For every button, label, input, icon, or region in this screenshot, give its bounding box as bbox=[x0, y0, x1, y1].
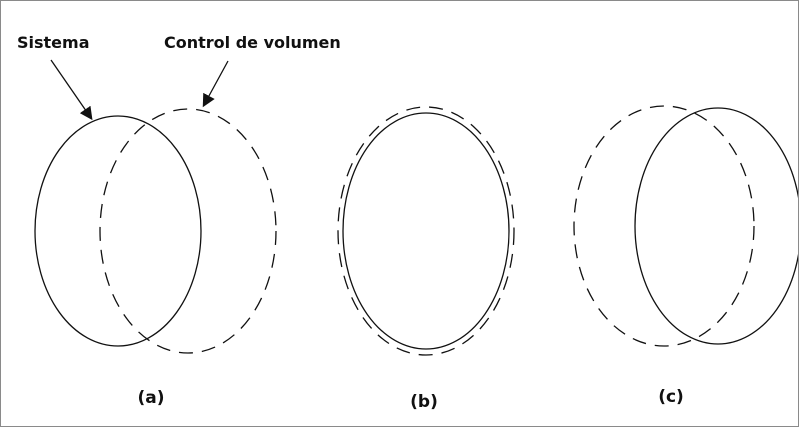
system-boundary-c bbox=[634, 107, 798, 345]
system-label: Sistema bbox=[17, 33, 90, 52]
system-boundary-b bbox=[342, 112, 510, 350]
control-volume-boundary-b bbox=[337, 106, 515, 356]
caption-c: (c) bbox=[658, 387, 684, 407]
system-boundary-a bbox=[34, 115, 202, 347]
caption-a: (a) bbox=[137, 388, 164, 408]
control-volume-boundary-a bbox=[99, 108, 277, 354]
caption-b: (b) bbox=[410, 392, 438, 412]
control-volume-boundary-c bbox=[573, 105, 755, 347]
control-volume-label: Control de volumen bbox=[164, 33, 341, 52]
system-arrow bbox=[50, 59, 93, 121]
control-volume-arrow bbox=[202, 60, 229, 108]
